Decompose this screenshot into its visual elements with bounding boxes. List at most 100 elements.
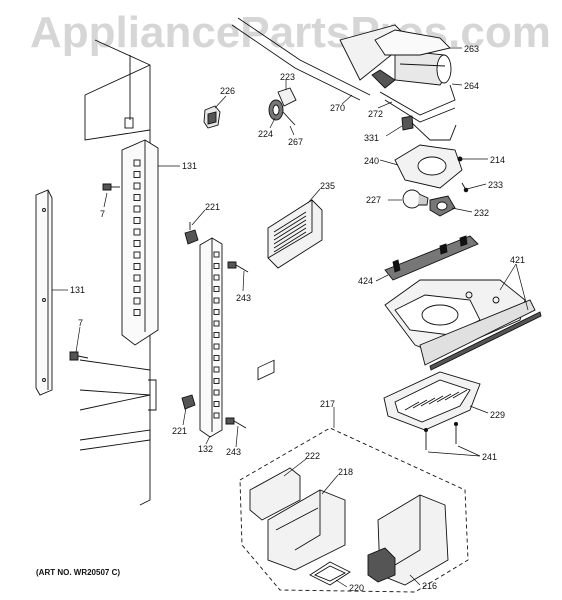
cover-216 (367, 494, 449, 586)
label-241: 241 (482, 452, 497, 462)
bracket-slot (133, 251, 141, 259)
tray-rib (412, 399, 428, 409)
label-424: 424 (358, 276, 373, 286)
bracket-slot (213, 332, 220, 338)
bracket-slot (133, 205, 141, 213)
bracket-slot (213, 251, 220, 258)
tray-rib (444, 391, 460, 401)
vent-louver (273, 223, 307, 245)
bracket-131-right (121, 139, 159, 346)
tray-rib (428, 395, 444, 405)
label-217: 217 (320, 399, 335, 409)
label-226: 226 (220, 86, 235, 96)
label-222: 222 (305, 451, 320, 461)
label-218: 218 (338, 467, 353, 477)
label-223: 223 (280, 72, 295, 82)
label-267: 267 (288, 137, 303, 147)
label-331: 331 (364, 133, 379, 143)
clip-221-upper (184, 222, 199, 245)
label-235: 235 (320, 181, 335, 191)
label-243-lower: 243 (226, 447, 241, 457)
bracket-slot (213, 320, 220, 327)
label-131-right: 131 (182, 161, 197, 171)
label-229: 229 (490, 410, 505, 420)
label-270: 270 (330, 103, 345, 113)
label-221-upper: 221 (205, 202, 220, 212)
light-housing-421 (384, 279, 542, 371)
cover-218 (267, 489, 346, 571)
vent-louver (273, 215, 307, 237)
housing-240 (394, 144, 469, 193)
kit-217-outline (239, 427, 469, 593)
bracket-slot (133, 240, 141, 247)
control-board-424 (384, 235, 479, 281)
label-240: 240 (364, 156, 379, 166)
label-243-upper: 243 (236, 293, 251, 303)
label-264: 264 (464, 81, 479, 91)
label-7-upper: 7 (100, 209, 105, 219)
pins-241 (423, 421, 459, 450)
bulb-227 (402, 189, 429, 209)
vent-louver (273, 211, 307, 233)
bracket-slot (213, 412, 220, 419)
label-216: 216 (422, 581, 437, 591)
bracket-slot (213, 366, 220, 373)
bracket-slot (133, 263, 141, 270)
bracket-slot (213, 378, 220, 384)
label-132: 132 (198, 444, 213, 454)
bracket-slot (133, 217, 141, 224)
panel-222 (249, 359, 301, 521)
bracket-slot (213, 401, 220, 407)
gasket-220 (309, 561, 351, 586)
bracket-slot (133, 309, 141, 316)
bracket-slot (133, 297, 141, 305)
duct-assembly-upper (231, 17, 456, 123)
label-263: 263 (464, 44, 479, 54)
label-131-left: 131 (70, 285, 85, 295)
rail-132 (199, 237, 223, 438)
label-221-lower: 221 (172, 426, 187, 436)
screw-7-upper (102, 183, 120, 191)
bracket-slot (213, 297, 220, 304)
watermark: AppliancePartsPros.com (30, 8, 551, 57)
bracket-slot (133, 274, 141, 282)
bracket-131-left (35, 189, 53, 396)
bracket-slot (213, 355, 220, 361)
bracket-slot (133, 194, 141, 201)
vent-louver (273, 219, 307, 241)
bracket-slot (133, 182, 141, 190)
label-232: 232 (474, 208, 489, 218)
tray-rib (452, 389, 468, 399)
connector-331 (401, 115, 457, 141)
bracket-slot (213, 309, 220, 315)
bracket-slot (133, 159, 141, 167)
label-421: 421 (510, 255, 525, 265)
label-227: 227 (366, 195, 381, 205)
vent-235 (267, 199, 323, 269)
art-number: (ART NO. WR20507 C) (36, 568, 121, 577)
bracket-slot (213, 286, 220, 292)
bracket-slot (133, 228, 141, 236)
bracket-slot (213, 343, 220, 350)
bracket-slot (213, 389, 220, 396)
label-7-lower: 7 (78, 318, 83, 328)
part-226 (203, 105, 221, 129)
part-labels: 263 264 223 226 224 267 270 272 331 214 … (70, 44, 525, 593)
bracket-slot (213, 274, 220, 281)
screw-243-upper (227, 261, 249, 273)
socket-232 (429, 195, 456, 217)
part-223-224 (268, 87, 297, 126)
vent-louver (273, 227, 307, 249)
label-224: 224 (258, 129, 273, 139)
leader-lines (52, 47, 529, 588)
tray-229 (383, 371, 481, 431)
bracket-slot (133, 286, 141, 293)
bracket-slot (213, 263, 220, 269)
screw-243-lower (225, 417, 247, 429)
label-214: 214 (490, 155, 505, 165)
screw-7-lower (69, 351, 89, 361)
label-272: 272 (368, 109, 383, 119)
tray-rib (436, 393, 452, 403)
